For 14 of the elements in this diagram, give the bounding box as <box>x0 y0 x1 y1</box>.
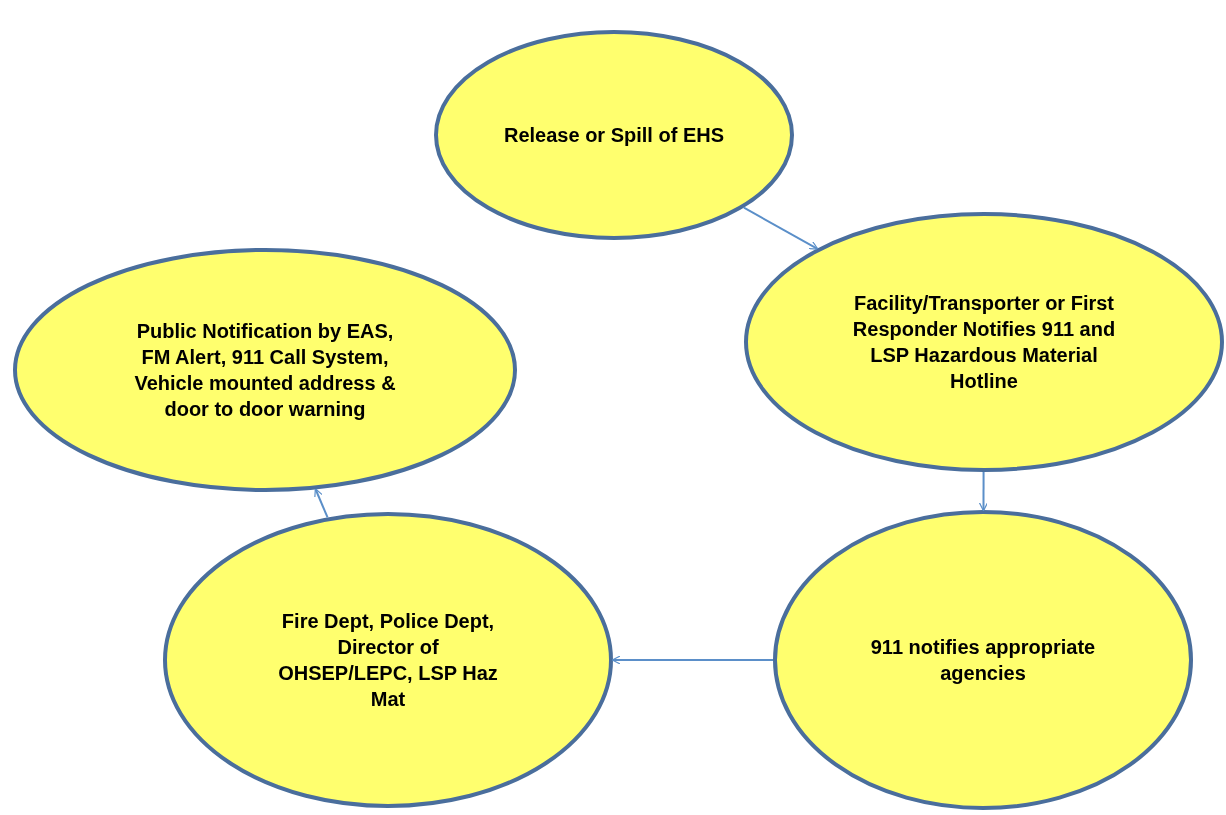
arrow <box>978 471 989 512</box>
node-text: Fire Dept, Police Dept, Director of OHSEP/LEPC, LSP Haz Mat <box>277 609 499 712</box>
process-ellipse <box>744 212 1224 472</box>
node-text: Facility/Transporter or First Responder Notifies 911 and LSP Hazardous Material Hotline <box>851 291 1117 394</box>
arrow <box>742 206 819 250</box>
node-text: 911 notifies appropriate agencies <box>869 635 1097 686</box>
process-ellipse <box>13 248 517 492</box>
process-ellipse <box>434 30 794 240</box>
node-text: Release or Spill of EHS <box>502 123 726 148</box>
node-text: Public Notification by EAS, FM Alert, 911 Call System, Vehicle mounted address & door to door warning <box>133 319 397 422</box>
arrow <box>314 488 329 519</box>
process-ellipse <box>773 510 1193 810</box>
arrow <box>611 655 774 665</box>
process-ellipse <box>163 512 613 808</box>
